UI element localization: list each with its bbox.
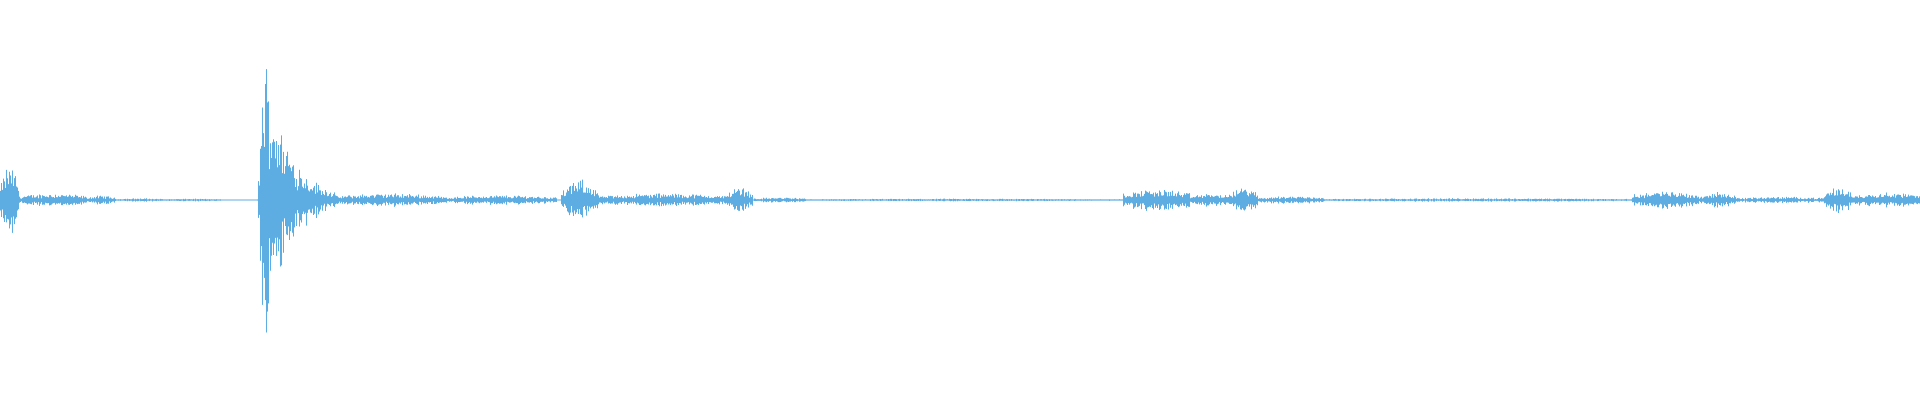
- waveform-bars: [0, 69, 1920, 333]
